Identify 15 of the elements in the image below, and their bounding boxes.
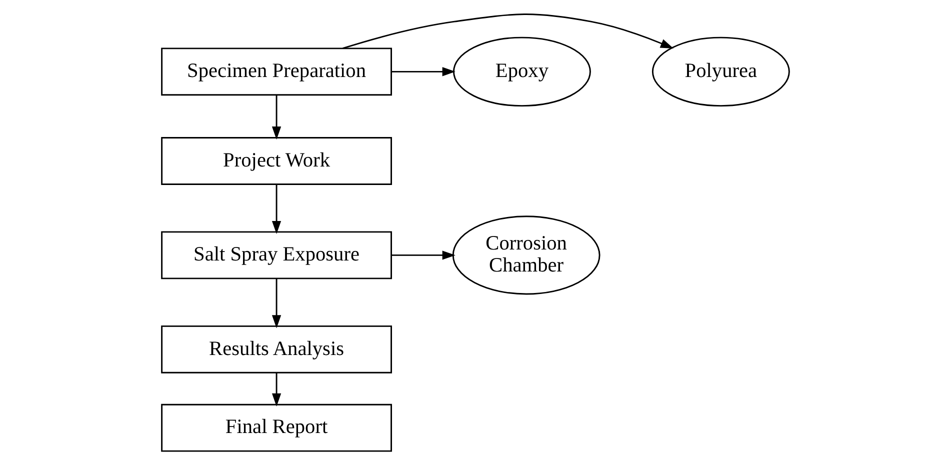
arrow — [342, 14, 674, 50]
node-box: Project Work — [160, 137, 392, 185]
arrow — [271, 372, 281, 406]
node-ellipse: Polyurea — [651, 36, 790, 107]
node-box: Final Report — [160, 404, 392, 452]
arrow — [271, 94, 281, 140]
node-box: Results Analysis — [160, 325, 392, 374]
node-ellipse: Epoxy — [452, 36, 590, 107]
arrow — [271, 278, 281, 328]
node-box: Specimen Preparation — [160, 48, 392, 96]
arrow — [271, 184, 281, 234]
arrow — [391, 67, 455, 76]
node-ellipse: Corrosion Chamber — [452, 216, 600, 295]
arrow — [391, 250, 455, 260]
node-box: Salt Spray Exposure — [160, 231, 392, 280]
